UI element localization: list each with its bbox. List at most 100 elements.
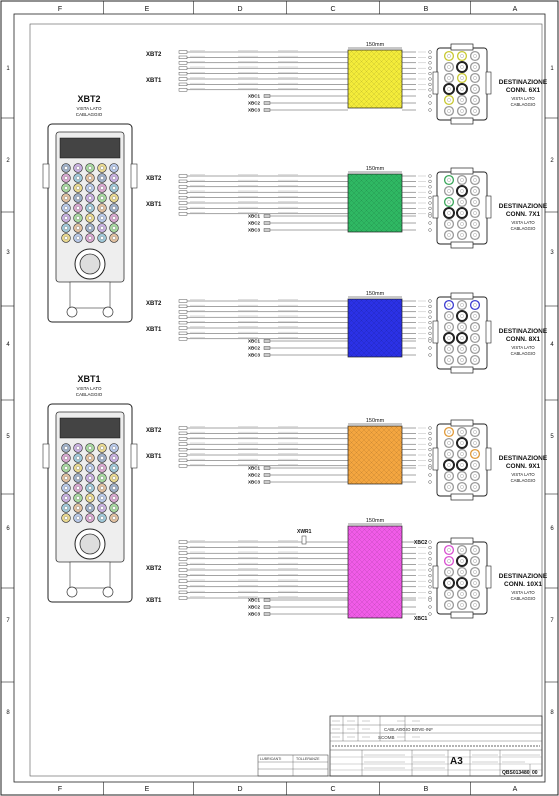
bundle-length-label: 150mm [366, 291, 385, 297]
column-marker-bottom: C [330, 786, 335, 793]
bundle-braid-line [349, 425, 403, 479]
destination-view-label: VISTA LATO [511, 345, 535, 350]
connector-cavity-pin [76, 466, 80, 470]
connector-cavity-pin [112, 196, 116, 200]
bundle-braid-line [394, 476, 403, 485]
terminal [178, 458, 188, 462]
bundle-braid-line [359, 65, 403, 109]
destination-cavity-pin [473, 592, 477, 596]
destination-connector-latch [450, 493, 474, 501]
bundle-braid-line [360, 576, 403, 619]
wire-end-terminal [428, 201, 432, 205]
destination-connector-latch [450, 611, 474, 619]
terminal [178, 310, 188, 314]
wire-end-terminal [428, 612, 432, 616]
terminal [178, 337, 188, 341]
connector-cavity-pin [112, 236, 116, 240]
terminal [178, 179, 188, 183]
bundle-braid-line [389, 173, 403, 187]
bundle-braid-line [347, 298, 359, 310]
xbc-terminal [263, 214, 271, 218]
destination-title: DESTINAZIONE [499, 573, 548, 580]
destination-cavity-pin [473, 325, 477, 329]
harness-xbt2-label: XBT2 [146, 176, 162, 182]
connector-cavity-pin [76, 236, 80, 240]
destination-connector-tab [485, 195, 492, 219]
destination-cavity-pin [447, 358, 451, 362]
bundle-braid-line [347, 443, 389, 485]
destination-cavity-pin [473, 178, 477, 182]
bundle-braid-line [347, 196, 384, 233]
wire-end-terminal [428, 77, 432, 81]
bundle-braid-line [347, 346, 359, 358]
destination-cavity-pin [473, 474, 477, 478]
bundle-braid-line [347, 547, 403, 603]
bundle-braid-line [347, 206, 374, 233]
destination-cavity-pin [447, 54, 451, 58]
bundle-braid-line [347, 49, 394, 96]
bundle-braid-line [355, 571, 403, 619]
destination-cavity-pin [447, 441, 451, 445]
destination-cavity-pin [473, 222, 477, 226]
destination-view-label: CABLAGGIO [511, 596, 536, 601]
bundle-braid-line [370, 525, 403, 558]
bundle-braid-line [349, 179, 403, 233]
connector-cavity-pin [76, 496, 80, 500]
wire-end-terminal [428, 50, 432, 54]
bundle-braid-line [400, 525, 403, 528]
bundle-braid-line [347, 525, 379, 557]
terminal [178, 464, 188, 468]
bundle-braid-line [347, 298, 354, 305]
connector-name: XBT1 [77, 374, 100, 384]
bundle-braid-line [347, 557, 403, 613]
bundle-braid-line [370, 586, 403, 619]
destination-cavity-pin [447, 87, 451, 91]
terminal [178, 562, 188, 566]
xbc-terminal [263, 473, 271, 477]
bundle-braid-line [389, 425, 403, 439]
connector-cavity-pin [76, 226, 80, 230]
wire-end-terminal [428, 299, 432, 303]
destination-cavity-pin [447, 336, 451, 340]
terminal [178, 448, 188, 452]
bundle-braid-line [379, 298, 403, 322]
xbc-label: XBC2 [248, 605, 261, 610]
row-marker-left: 2 [6, 158, 10, 164]
bundle-braid-line [347, 542, 403, 598]
bundle-braid-line [379, 461, 403, 485]
wire-end-terminal [428, 61, 432, 65]
connector-tab [130, 163, 138, 189]
destination-cavity-pin [473, 314, 477, 318]
connector-latch [59, 137, 121, 159]
terminal [178, 50, 188, 54]
document-number: QBS013480 [502, 770, 530, 776]
column-marker-top: D [237, 6, 242, 13]
connector-cavity-pin [100, 476, 104, 480]
bundle-braid-line [347, 191, 389, 233]
destination-connector-latch [450, 241, 474, 249]
bundle-braid-line [380, 596, 403, 619]
row-marker-left: 3 [6, 250, 10, 256]
destination-connector-latch [450, 117, 474, 125]
xbc-label: XBC2 [248, 473, 261, 478]
bundle-length-label: 150mm [366, 166, 385, 172]
terminal [178, 574, 188, 578]
xbc-label: XBC3 [248, 108, 261, 113]
destination-connector-tab [432, 320, 439, 344]
terminal [178, 321, 188, 325]
wire-end-terminal [428, 179, 432, 183]
mount-hole [102, 586, 114, 598]
row-marker-right: 3 [550, 250, 554, 256]
bundle-braid-line [399, 425, 403, 429]
bundle-sleeve [347, 173, 403, 233]
bundle-braid-line [354, 425, 403, 474]
terminal [178, 437, 188, 441]
bundle-braid-line [359, 441, 403, 485]
bundle-braid-line [364, 298, 403, 337]
xbc-terminal [263, 598, 271, 602]
destination-cavity-pin [447, 233, 451, 237]
bundle-braid-line [347, 552, 403, 608]
bundle-braid-line [399, 229, 403, 233]
wire-end-terminal [428, 190, 432, 194]
